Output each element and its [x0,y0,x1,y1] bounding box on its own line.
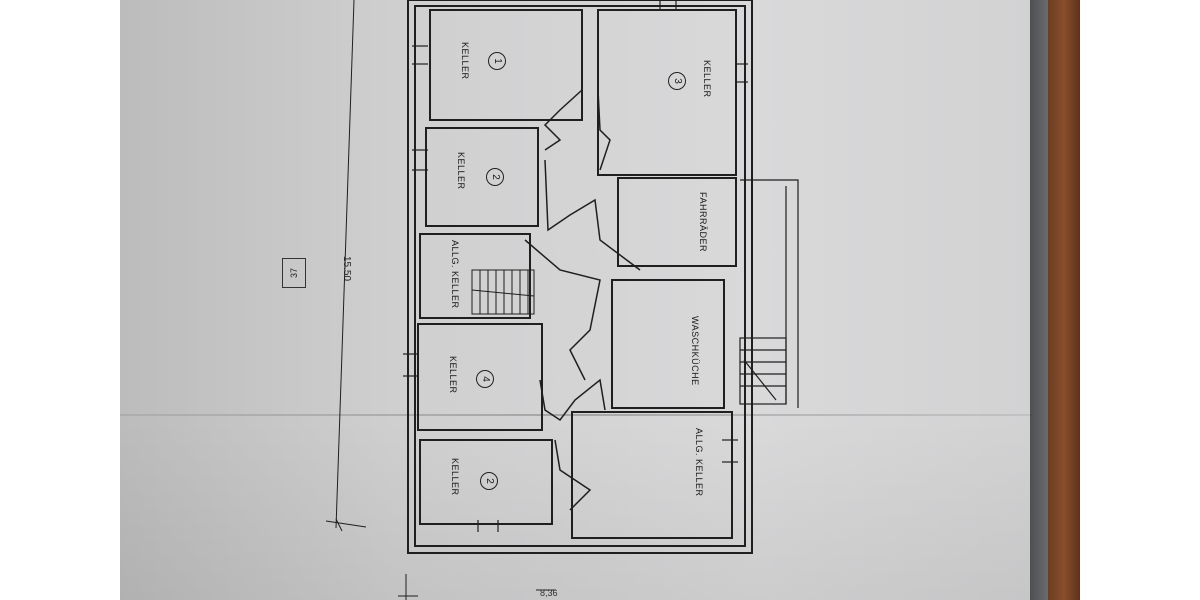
outer-wall [414,5,746,547]
room-label-keller-2-bottom: KELLER [450,458,460,496]
room-number-keller-2-bottom: 2 [480,472,498,490]
dimension-line [335,0,355,529]
room-keller-3 [597,9,737,176]
room-label-keller-1: KELLER [460,42,470,80]
room-keller-2-bottom [419,439,553,525]
paper-fold-line [120,414,1032,416]
room-allg-keller-right [571,411,733,539]
wooden-surface [1048,0,1080,600]
room-keller-1 [429,9,583,121]
edge-text: 8,36 [540,588,558,598]
room-label-keller-3: KELLER [702,60,712,98]
room-number-keller-1: 1 [488,52,506,70]
room-label-keller-4: KELLER [448,356,458,394]
room-allg-keller-left [419,233,531,319]
room-label-allg-keller-right: ALLG. KELLER [694,428,704,497]
room-label-allg-keller-left: ALLG. KELLER [450,240,460,309]
room-number-keller-2-top: 2 [486,168,504,186]
room-waschkueche [611,279,725,409]
page-number-box: 37 [282,258,306,288]
room-number-keller-3: 3 [668,72,686,90]
room-label-fahrraeder: FAHRRÄDER [698,192,708,253]
room-keller-2-top [425,127,539,227]
room-label-waschkueche: WASCHKÜCHE [690,316,700,386]
room-number-keller-4: 4 [476,370,494,388]
room-keller-4 [417,323,543,431]
page-number: 37 [288,267,299,279]
room-fahrraeder [617,177,737,267]
paper-shadow [120,0,1032,600]
paper-sheet [120,0,1032,600]
dimension-label: 15.50 [341,256,352,282]
room-label-keller-2-top: KELLER [456,152,466,190]
